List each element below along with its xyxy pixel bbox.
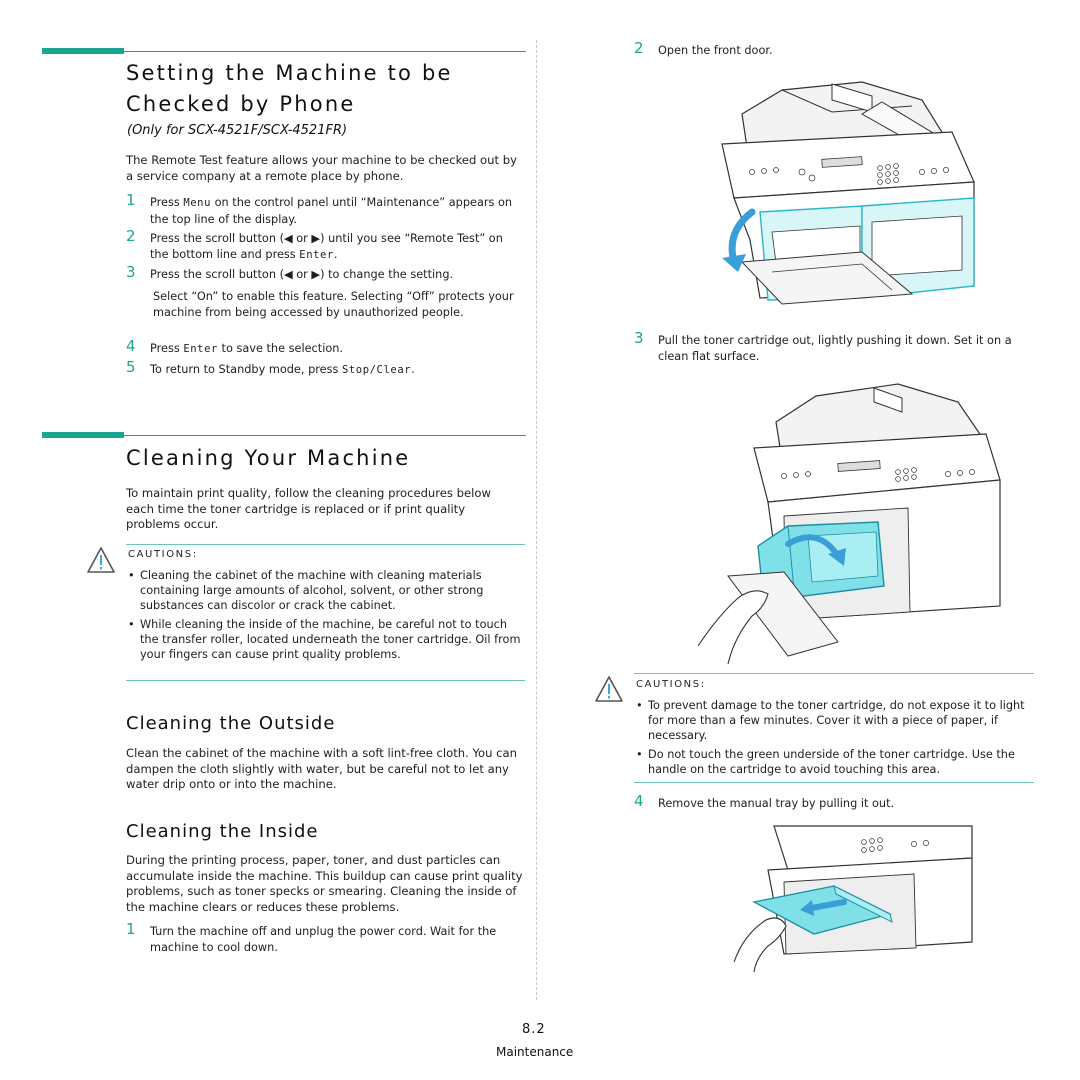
caution-label: CAUTIONS: [636,679,706,690]
caution-bottom-rule [126,680,525,681]
caution-item: •Cleaning the cabinet of the machine wit… [128,569,484,612]
caution-label: CAUTIONS: [128,549,198,560]
right-step-4: 4 Remove the manual tray by pulling it o… [634,792,895,810]
footer-chapter: Maintenance [496,1045,574,1059]
section-title-cleaning: Cleaning Your Machine [126,446,411,470]
step-3-note: Select “On” to enable this feature. Sele… [153,290,514,319]
subsection-title-inside: Cleaning the Inside [126,821,319,842]
model-note: (Only for SCX-4521F/SCX-4521FR) [127,123,348,138]
caution-item: •Do not touch the green underside of the… [636,748,1015,776]
manual-tray-removal-illustration [733,825,973,972]
toner-removal-illustration [697,383,1001,665]
warning-triangle-icon [595,676,623,702]
cleaning-intro: To maintain print quality, follow the cl… [126,486,491,531]
caution-top-rule [634,673,1034,674]
inside-step-1: 1 Turn the machine off and unplug the po… [126,920,497,954]
caution-item: •While cleaning the inside of the machin… [128,618,521,661]
warning-triangle-icon [87,547,115,573]
subsection-title-outside: Cleaning the Outside [126,713,336,734]
printer-open-door-illustration [721,81,975,305]
step-3: 3 Press the scroll button (◀ or ▶) to ch… [126,263,454,281]
caution-bottom-rule [634,782,1034,783]
right-step-2: 2 Open the front door. [634,39,773,57]
right-step-3: 3 Pull the toner cartridge out, lightly … [634,329,1012,363]
heading-rule [124,435,526,436]
caution-top-rule [126,544,525,545]
heading-bar [42,432,124,438]
caution-item: •To prevent damage to the toner cartridg… [636,699,1025,742]
outside-text: Clean the cabinet of the machine with a … [126,746,517,791]
heading-bar [42,48,124,54]
step-4: 4 Press Enter to save the selection. [126,337,343,355]
step-2: 2 Press the scroll button (◀ or ▶) until… [126,227,503,261]
column-divider [536,40,537,1000]
heading-rule [124,51,526,52]
step-1: 1 Press Menu on the control panel until … [126,191,513,226]
inside-text: During the printing process, paper, tone… [126,853,523,914]
remote-test-intro: The Remote Test feature allows your mach… [126,153,517,183]
step-5: 5 To return to Standby mode, press Stop/… [126,358,415,376]
page-number: 8.2 [522,1022,546,1037]
